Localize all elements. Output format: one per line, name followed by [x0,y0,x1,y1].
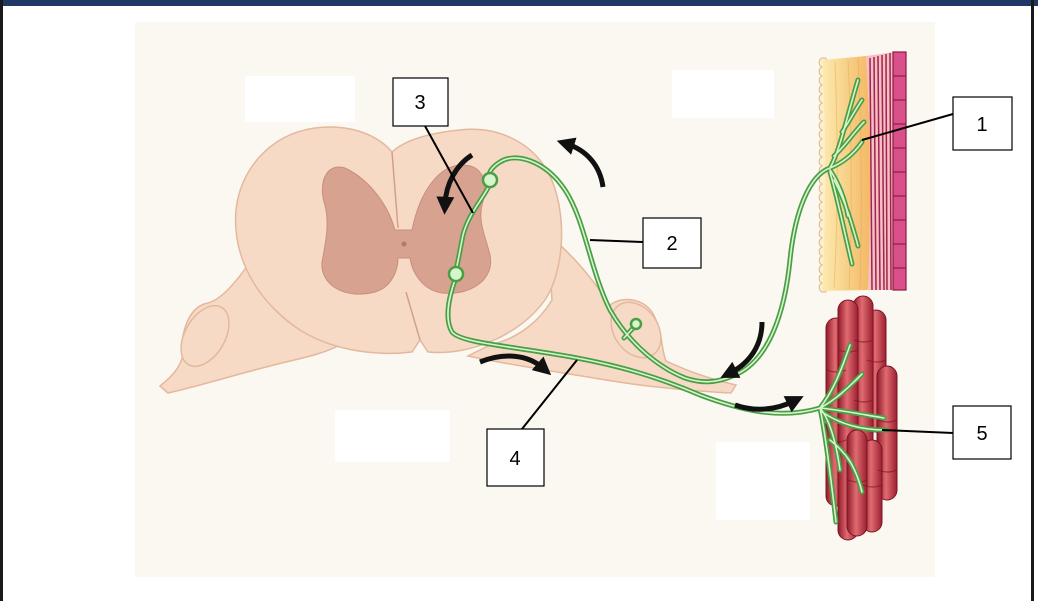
sensory-neuron-cell-body [631,319,641,329]
blank-label-patch [245,76,355,122]
central-canal [402,242,407,247]
skin-outer-cell-layer [893,52,906,290]
callout-5: 5 [953,406,1011,459]
callout-4: 4 [487,429,544,486]
ventral-horn-synapse [449,267,463,281]
callout-number: 4 [509,448,520,470]
callout-3: 3 [393,78,448,126]
blank-label-patch [335,410,450,462]
callout-number: 3 [414,92,425,114]
callout-number: 1 [976,114,987,136]
callout-number: 5 [976,423,987,445]
frame-left-border [0,0,3,601]
frame-right-border [1031,0,1034,601]
blank-label-patch [672,70,774,118]
frame-top-bar [0,0,1038,6]
dorsal-horn-synapse [483,173,497,187]
blank-label-patch [716,442,810,520]
callout-1: 1 [953,97,1012,150]
callout-2: 2 [643,218,701,268]
callout-number: 2 [666,233,677,255]
